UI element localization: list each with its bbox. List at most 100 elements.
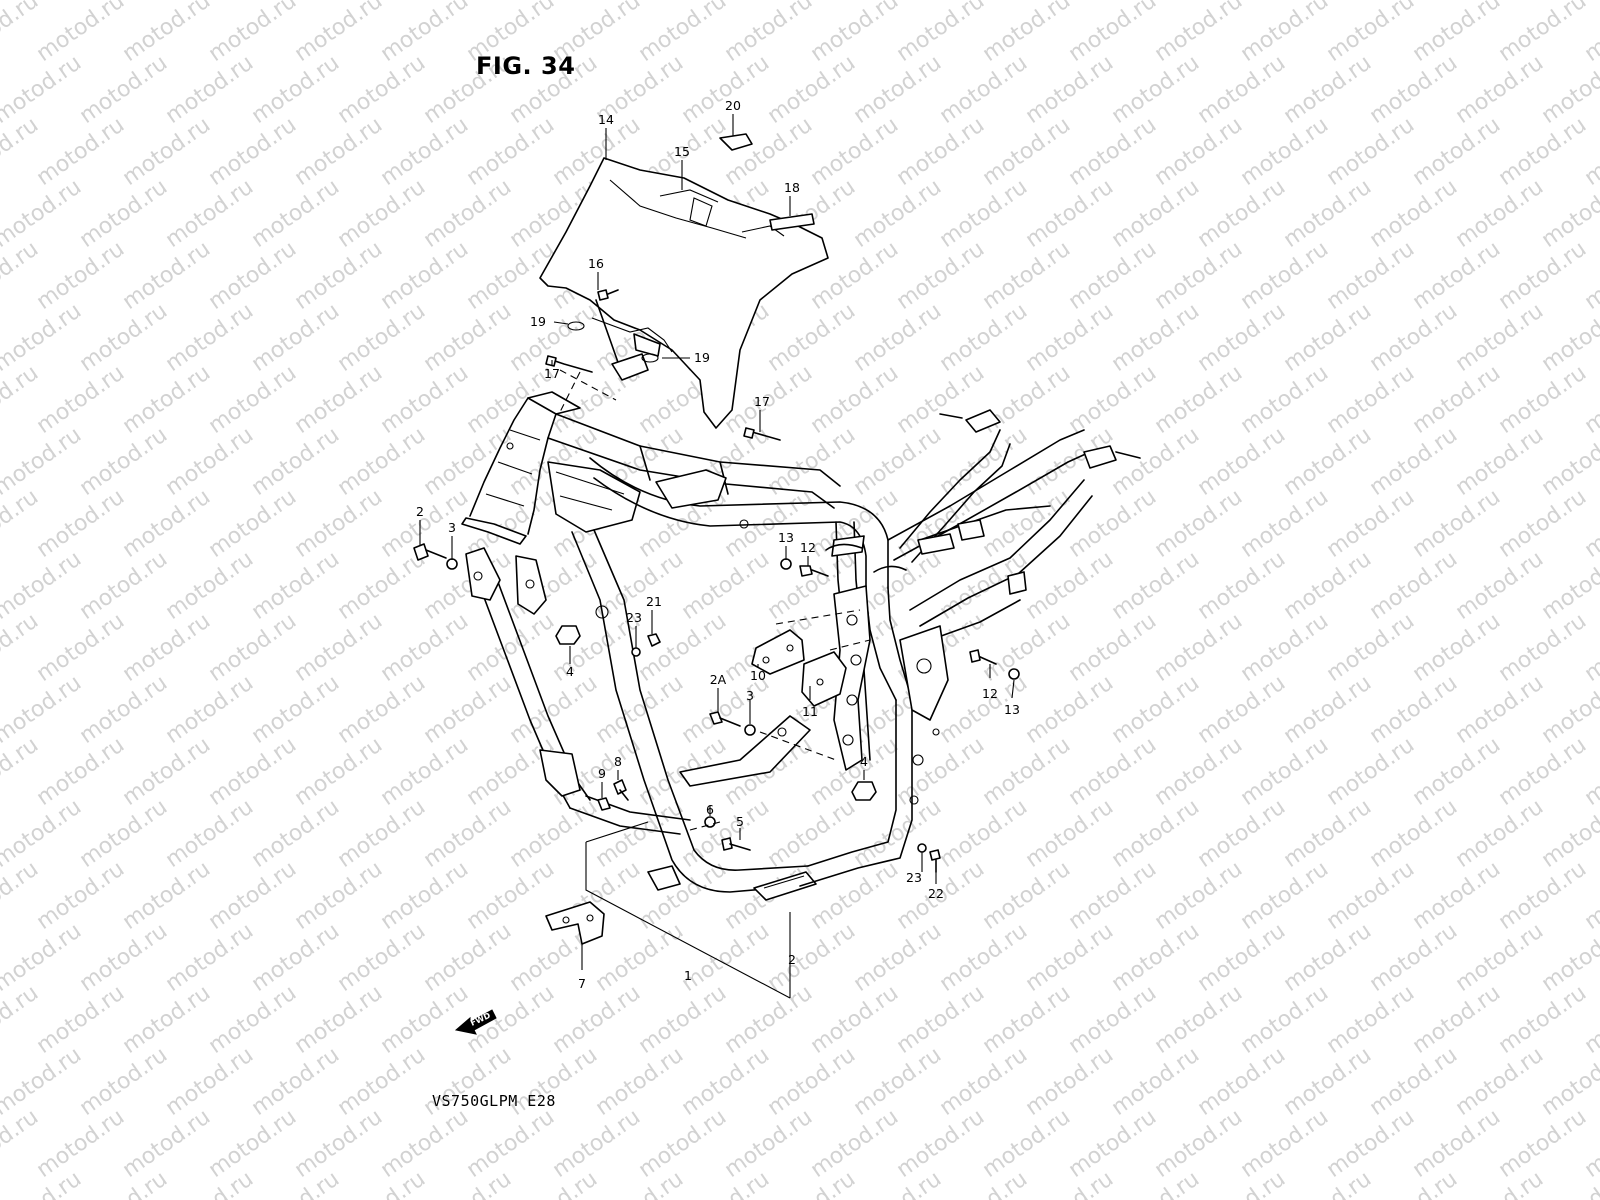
frame-cover-assembly — [539, 133, 829, 441]
callout-3: 3 — [448, 520, 456, 535]
watermark-text: motod.ru — [1150, 733, 1247, 811]
watermark-text: motod.ru — [978, 981, 1075, 1059]
watermark-text: motod.ru — [1279, 175, 1376, 253]
watermark-text: motod.ru — [677, 547, 774, 625]
watermark-text: motod.ru — [161, 919, 258, 997]
watermark-text: motod.ru — [849, 51, 946, 129]
watermark-text: motod.ru — [1193, 919, 1290, 997]
callout-14: 14 — [598, 112, 614, 127]
watermark-text: motod.ru — [1451, 547, 1548, 625]
watermark-text: motod.ru — [419, 795, 516, 873]
watermark-text: motod.ru — [1021, 1043, 1118, 1121]
watermark-text: motod.ru — [419, 299, 516, 377]
callout-10: 10 — [750, 668, 766, 683]
watermark-text: motod.ru — [376, 1105, 473, 1183]
watermark-text: motod.ru — [118, 1105, 215, 1183]
watermark-text: motod.ru — [978, 733, 1075, 811]
watermark-text: motod.ru — [419, 423, 516, 501]
watermark-text: motod.ru — [763, 1043, 860, 1121]
watermark-text: motod.ru — [376, 0, 473, 67]
watermark-text: motod.ru — [75, 547, 172, 625]
watermark-text: motod.ru — [161, 423, 258, 501]
watermark-text: motod.ru — [75, 919, 172, 997]
callout-2: 2 — [416, 504, 424, 519]
watermark-text: motod.ru — [1150, 485, 1247, 563]
watermark-text: motod.ru — [1236, 485, 1333, 563]
watermark-text: motod.ru — [1408, 237, 1505, 315]
callout-labels: 14 20 15 18 16 19 19 17 17 2 3 4 13 12 2… — [416, 98, 1020, 991]
watermark-text: motod.ru — [1064, 113, 1161, 191]
callout-4: 4 — [566, 664, 574, 679]
watermark-text: motod.ru — [591, 1043, 688, 1121]
watermark-text: motod.ru — [978, 237, 1075, 315]
watermark-text: motod.ru — [333, 51, 430, 129]
watermark-text: motod.ru — [290, 361, 387, 439]
watermark-text: motod.ru — [32, 609, 129, 687]
watermark-text: motod.ru — [32, 733, 129, 811]
callout-6: 6 — [706, 802, 714, 817]
watermark-text: motod.ru — [1064, 485, 1161, 563]
watermark-text: motod.ru — [290, 981, 387, 1059]
watermark-text: motod.ru — [1107, 175, 1204, 253]
watermark-text: motod.ru — [935, 423, 1032, 501]
watermark-text: motod.ru — [376, 113, 473, 191]
watermark-text: motod.ru — [1451, 423, 1548, 501]
watermark-text: motod.ru — [376, 361, 473, 439]
watermark-text: motod.ru — [935, 175, 1032, 253]
watermark-text: motod.ru — [118, 733, 215, 811]
watermark-text: motod.ru — [1322, 857, 1419, 935]
watermark-text: motod.ru — [1494, 981, 1591, 1059]
watermark-text: motod.ru — [634, 981, 731, 1059]
watermark-text: motod.ru — [677, 51, 774, 129]
callout-18: 18 — [784, 180, 800, 195]
callout-2: 2 — [788, 952, 796, 967]
watermark-text: motod.ru — [935, 51, 1032, 129]
watermark-text: motod.ru — [204, 733, 301, 811]
watermark-text: motod.ru — [247, 919, 344, 997]
watermark-text: motod.ru — [849, 299, 946, 377]
watermark-text: motod.ru — [1322, 609, 1419, 687]
watermark-text: motod.ru — [118, 485, 215, 563]
watermark-text: motod.ru — [1408, 733, 1505, 811]
callout-17: 17 — [754, 394, 770, 409]
watermark-text: motod.ru — [32, 237, 129, 315]
watermark-text: motod.ru — [333, 919, 430, 997]
watermark-text: motod.ru — [1279, 795, 1376, 873]
watermark-text: motod.ru — [1107, 795, 1204, 873]
watermark-text: motod.ru — [290, 237, 387, 315]
watermark-text: motod.ru — [333, 423, 430, 501]
watermark-text: motod.ru — [806, 1105, 903, 1183]
watermark-text: motod.ru — [32, 1105, 129, 1183]
callout-19: 19 — [694, 350, 710, 365]
callout-19: 19 — [530, 314, 546, 329]
watermark-text: motod.ru — [1236, 113, 1333, 191]
watermark-text: motod.ru — [333, 795, 430, 873]
watermark-text: motod.ru — [806, 981, 903, 1059]
callout-11: 11 — [802, 704, 818, 719]
watermark-text: motod.ru — [806, 0, 903, 67]
watermark-text: motod.ru — [505, 671, 602, 749]
frame-body — [461, 391, 1141, 901]
callout-20: 20 — [725, 98, 741, 113]
watermark-text: motod.ru — [1322, 1105, 1419, 1183]
watermark-text: motod.ru — [247, 175, 344, 253]
watermark-text: motod.ru — [1322, 0, 1419, 67]
watermark-text: motod.ru — [1064, 857, 1161, 935]
callout-9: 9 — [598, 766, 606, 781]
watermark-text: motod.ru — [204, 237, 301, 315]
watermark-text: motod.ru — [1107, 1043, 1204, 1121]
watermark-text: motod.ru — [849, 1043, 946, 1121]
watermark-text: motod.ru — [75, 299, 172, 377]
watermark-text: motod.ru — [1322, 113, 1419, 191]
watermark-text: motod.ru — [1408, 485, 1505, 563]
watermark-text: motod.ru — [1236, 361, 1333, 439]
watermark-text: motod.ru — [1279, 51, 1376, 129]
watermark-text: motod.ru — [419, 919, 516, 997]
watermark-text: motod.ru — [161, 299, 258, 377]
watermark-text: motod.ru — [1451, 919, 1548, 997]
watermark-text: motod.ru — [247, 671, 344, 749]
watermark-text: motod.ru — [462, 113, 559, 191]
watermark-text: motod.ru — [1494, 237, 1591, 315]
watermark-text: motod.ru — [376, 857, 473, 935]
